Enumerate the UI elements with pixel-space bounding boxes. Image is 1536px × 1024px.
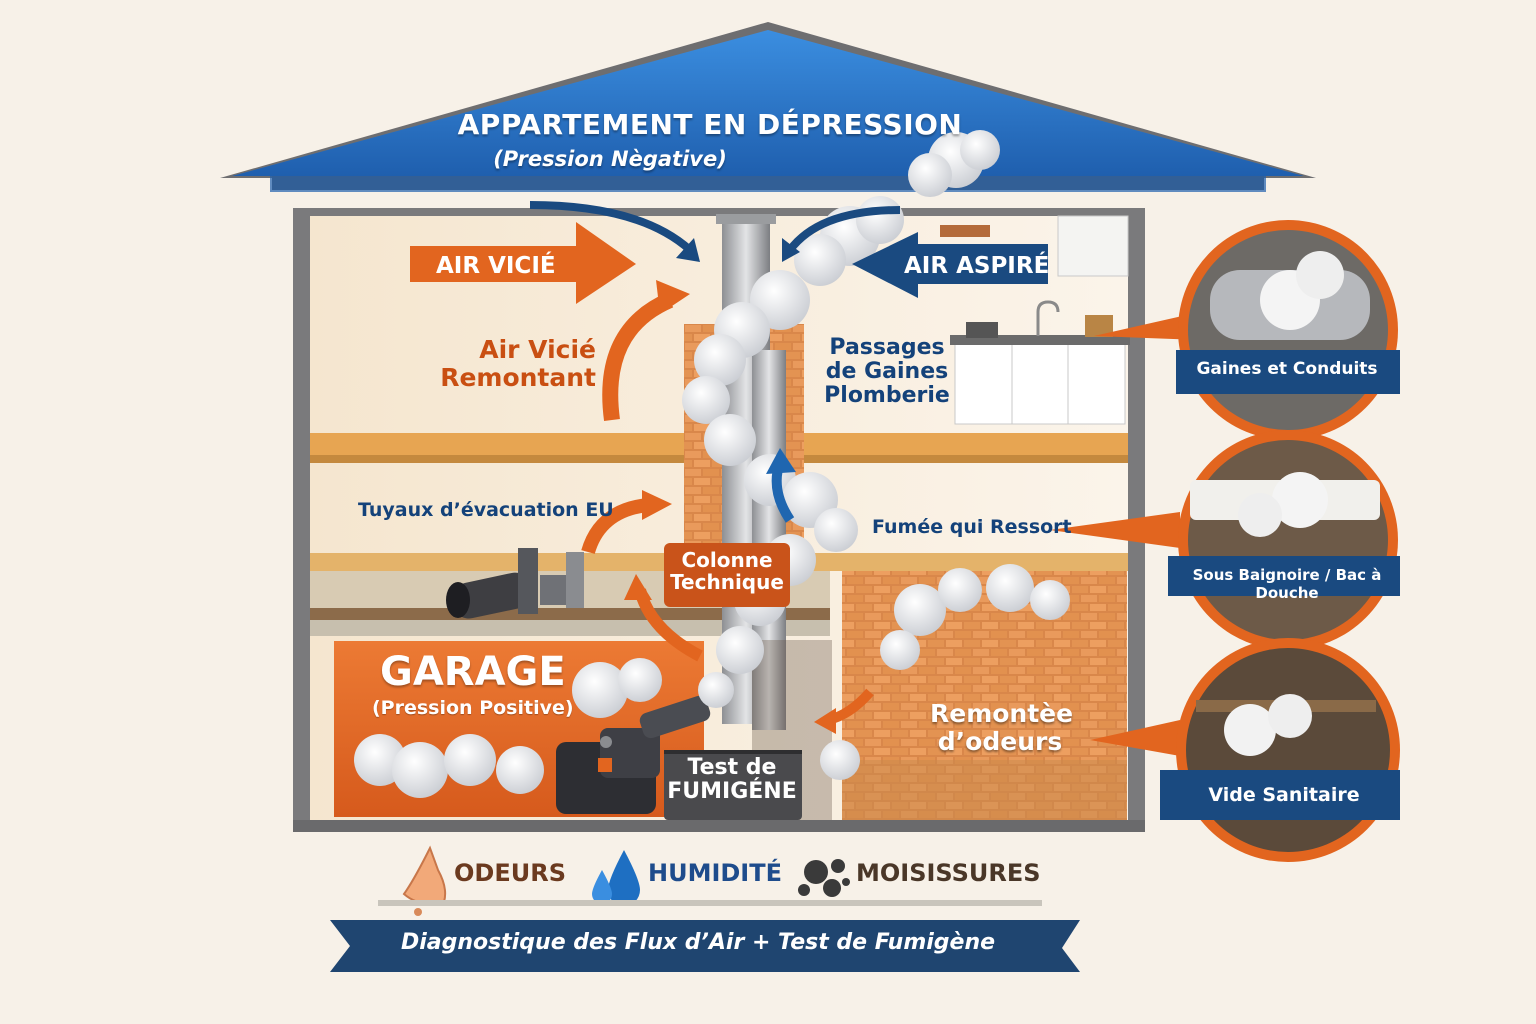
roof	[220, 22, 1316, 192]
legend-divider	[378, 900, 1042, 906]
tuyaux-evacuation-label: Tuyaux d’évacuation EU	[358, 499, 614, 521]
legend-moisissures: MOISISSURES	[856, 859, 1041, 887]
legend-odeurs: ODEURS	[454, 859, 566, 887]
test-fumigene-label: Test de FUMIGÉNE	[667, 755, 797, 805]
smoke-machine	[556, 695, 711, 814]
drain-pipes	[446, 548, 584, 619]
callout-vide-sanitaire	[1090, 638, 1400, 862]
air-vicie-label: AIR VICIÉ	[436, 253, 556, 279]
callout-label-vide-sanitaire: Vide Sanitaire	[1208, 784, 1360, 806]
air-vicie-remontant-label: Air Vicié Remontant	[440, 335, 596, 392]
mold-spores-icon	[798, 859, 850, 897]
colonne-technique-label: Colonne Technique	[670, 548, 784, 594]
callout-gaines	[1094, 220, 1400, 440]
legend-humidite: HUMIDITÉ	[648, 859, 783, 887]
label-boxes	[664, 543, 802, 820]
banner-text: Diagnostique des Flux d’Air + Test de Fu…	[400, 930, 996, 955]
air-aspire-label: AIR ASPIRÉ	[904, 253, 1050, 279]
water-drop-icon	[592, 850, 640, 906]
roof-subtitle: (Pression Nègative)	[493, 147, 727, 171]
garage-subtitle: (Pression Positive)	[372, 697, 574, 719]
callout-label-baignoire: Sous Baignoire / Bac à Douche	[1192, 566, 1382, 602]
bottom-banner	[330, 920, 1080, 972]
fumee-ressort-label: Fumée qui Ressort	[872, 516, 1072, 538]
callout-baignoire	[1050, 430, 1400, 650]
passages-gaines-label: Passages de Gaines Plomberie	[824, 335, 950, 409]
garage-title: GARAGE	[380, 649, 566, 695]
airflow-arrows-blue	[529, 201, 1048, 523]
roof-title: APPARTEMENT EN DÉPRESSION	[457, 108, 963, 141]
airflow-arrows-orange	[410, 222, 874, 734]
callout-label-gaines: Gaines et Conduits	[1196, 359, 1378, 379]
remontee-odeurs-label: Remontèe d’odeurs	[930, 699, 1074, 756]
kitchen	[940, 215, 1130, 425]
